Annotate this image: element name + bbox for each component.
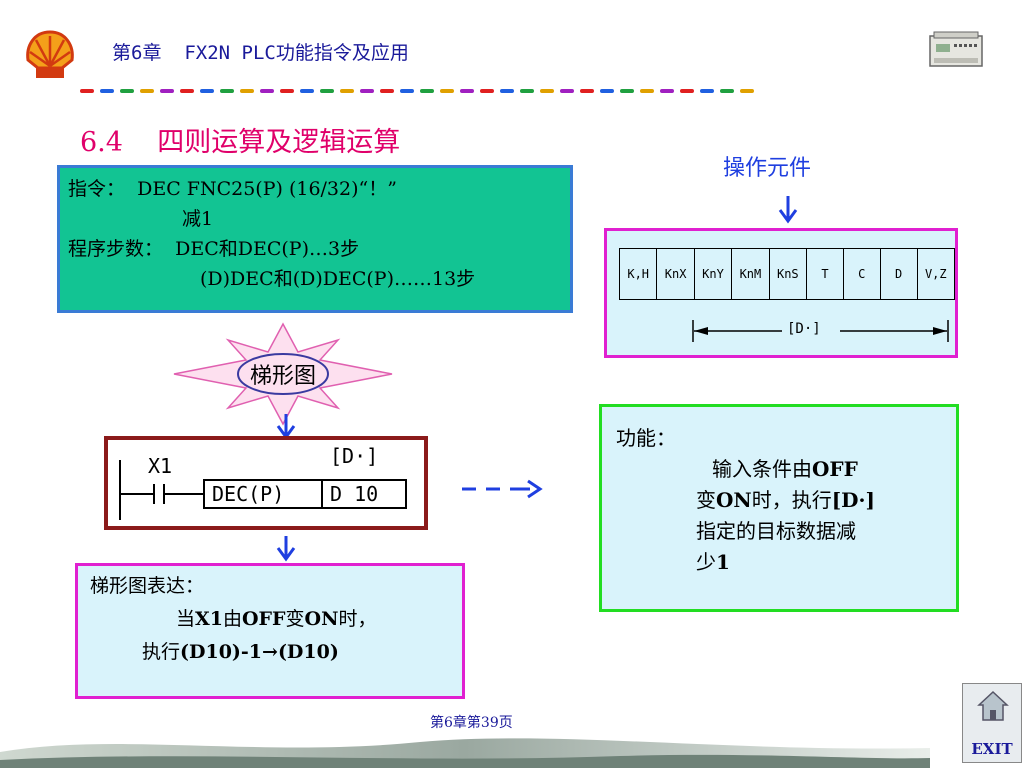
function-text: 指定的目标数据减 bbox=[696, 519, 856, 543]
instruction-value: DEC FNC25(P) (16/32)“！” bbox=[125, 178, 397, 200]
expression-text: OFF bbox=[242, 608, 286, 630]
expression-text: (D10)-1→(D10) bbox=[180, 641, 339, 663]
ladder-diagram: X1 [D·] DEC(P) D 10 bbox=[104, 436, 428, 530]
shell-logo-icon bbox=[26, 30, 74, 78]
function-text: 1 bbox=[716, 550, 730, 574]
instruction-label: 指令： bbox=[68, 178, 126, 200]
operand-cell: D bbox=[879, 248, 918, 300]
operands-box: K,H KnX KnY KnM KnS T C D V,Z bbox=[604, 228, 958, 358]
steps-value-32: (D)DEC和(D)DEC(P)……13步 bbox=[200, 268, 476, 290]
dest-label: [D·] bbox=[330, 444, 379, 468]
function-text: 少 bbox=[696, 550, 716, 574]
operand-range: [D·] bbox=[690, 318, 950, 344]
contact-label: X1 bbox=[148, 454, 173, 478]
exit-label: EXIT bbox=[971, 740, 1013, 758]
operand-cell: KnX bbox=[656, 248, 695, 300]
function-text: 变 bbox=[696, 488, 716, 512]
arrow-down-icon bbox=[778, 196, 798, 224]
operands-title: 操作元件 bbox=[723, 156, 812, 181]
expression-heading: 梯形图表达： bbox=[90, 575, 205, 597]
expression-text: 当 bbox=[176, 608, 196, 630]
footer-decoration bbox=[0, 738, 930, 768]
function-text: OFF bbox=[812, 457, 858, 481]
decorative-divider bbox=[80, 89, 754, 93]
arrow-down-icon bbox=[276, 536, 296, 562]
operand-range-label: [D·] bbox=[787, 321, 821, 337]
ladder-expression-box: 梯形图表达： 当X1由OFF变ON时， 执行(D10)-1→(D10) bbox=[75, 563, 465, 699]
section-title: 6.4 四则运算及逻辑运算 bbox=[80, 127, 401, 158]
operand-cell: C bbox=[842, 248, 881, 300]
operand-cell: T bbox=[806, 248, 844, 300]
operand-cell: V,Z bbox=[916, 248, 956, 300]
operand-cell: KnM bbox=[731, 248, 770, 300]
chapter-title: 第6章 FX2N PLC功能指令及应用 bbox=[112, 42, 409, 64]
expression-text: X1 bbox=[195, 608, 223, 630]
steps-value: DEC和DEC(P)…3步 bbox=[163, 238, 360, 260]
expression-text: 变 bbox=[285, 608, 305, 630]
function-text: ON bbox=[716, 488, 752, 512]
function-heading: 功能： bbox=[616, 426, 676, 450]
steps-label: 程序步数： bbox=[68, 238, 164, 260]
expression-text: 由 bbox=[222, 608, 242, 630]
starburst-icon bbox=[173, 322, 393, 426]
instruction-box: 指令： DEC FNC25(P) (16/32)“！” 减1 程序步数： DEC… bbox=[57, 165, 573, 313]
dashed-arrow-right-icon bbox=[462, 479, 543, 499]
instruction-mnemonic: DEC(P) bbox=[212, 482, 285, 506]
operands-table: K,H KnX KnY KnM KnS T C D V,Z bbox=[618, 248, 956, 300]
expression-text: ON bbox=[304, 608, 339, 630]
function-text: 输入条件由 bbox=[712, 457, 812, 481]
operand-cell: K,H bbox=[618, 248, 658, 300]
function-box: 功能： 输入条件由OFF 变ON时，执行[D·] 指定的目标数据减 少1 bbox=[599, 404, 959, 612]
expression-text: 执行 bbox=[142, 641, 181, 663]
page-number: 第6章第39页 bbox=[430, 715, 513, 731]
function-text: [D·] bbox=[831, 488, 875, 512]
expression-text: 时， bbox=[338, 608, 377, 630]
instruction-operand: D 10 bbox=[330, 482, 379, 506]
plc-device-icon bbox=[929, 31, 983, 67]
operand-cell: KnY bbox=[693, 248, 733, 300]
exit-button[interactable]: EXIT bbox=[962, 683, 1022, 763]
instruction-desc: 减1 bbox=[182, 208, 214, 230]
ladder-diagram-label: 梯形图 bbox=[249, 364, 316, 389]
function-text: 时，执行 bbox=[751, 488, 832, 512]
home-icon bbox=[977, 690, 1009, 721]
operand-cell: KnS bbox=[768, 248, 808, 300]
